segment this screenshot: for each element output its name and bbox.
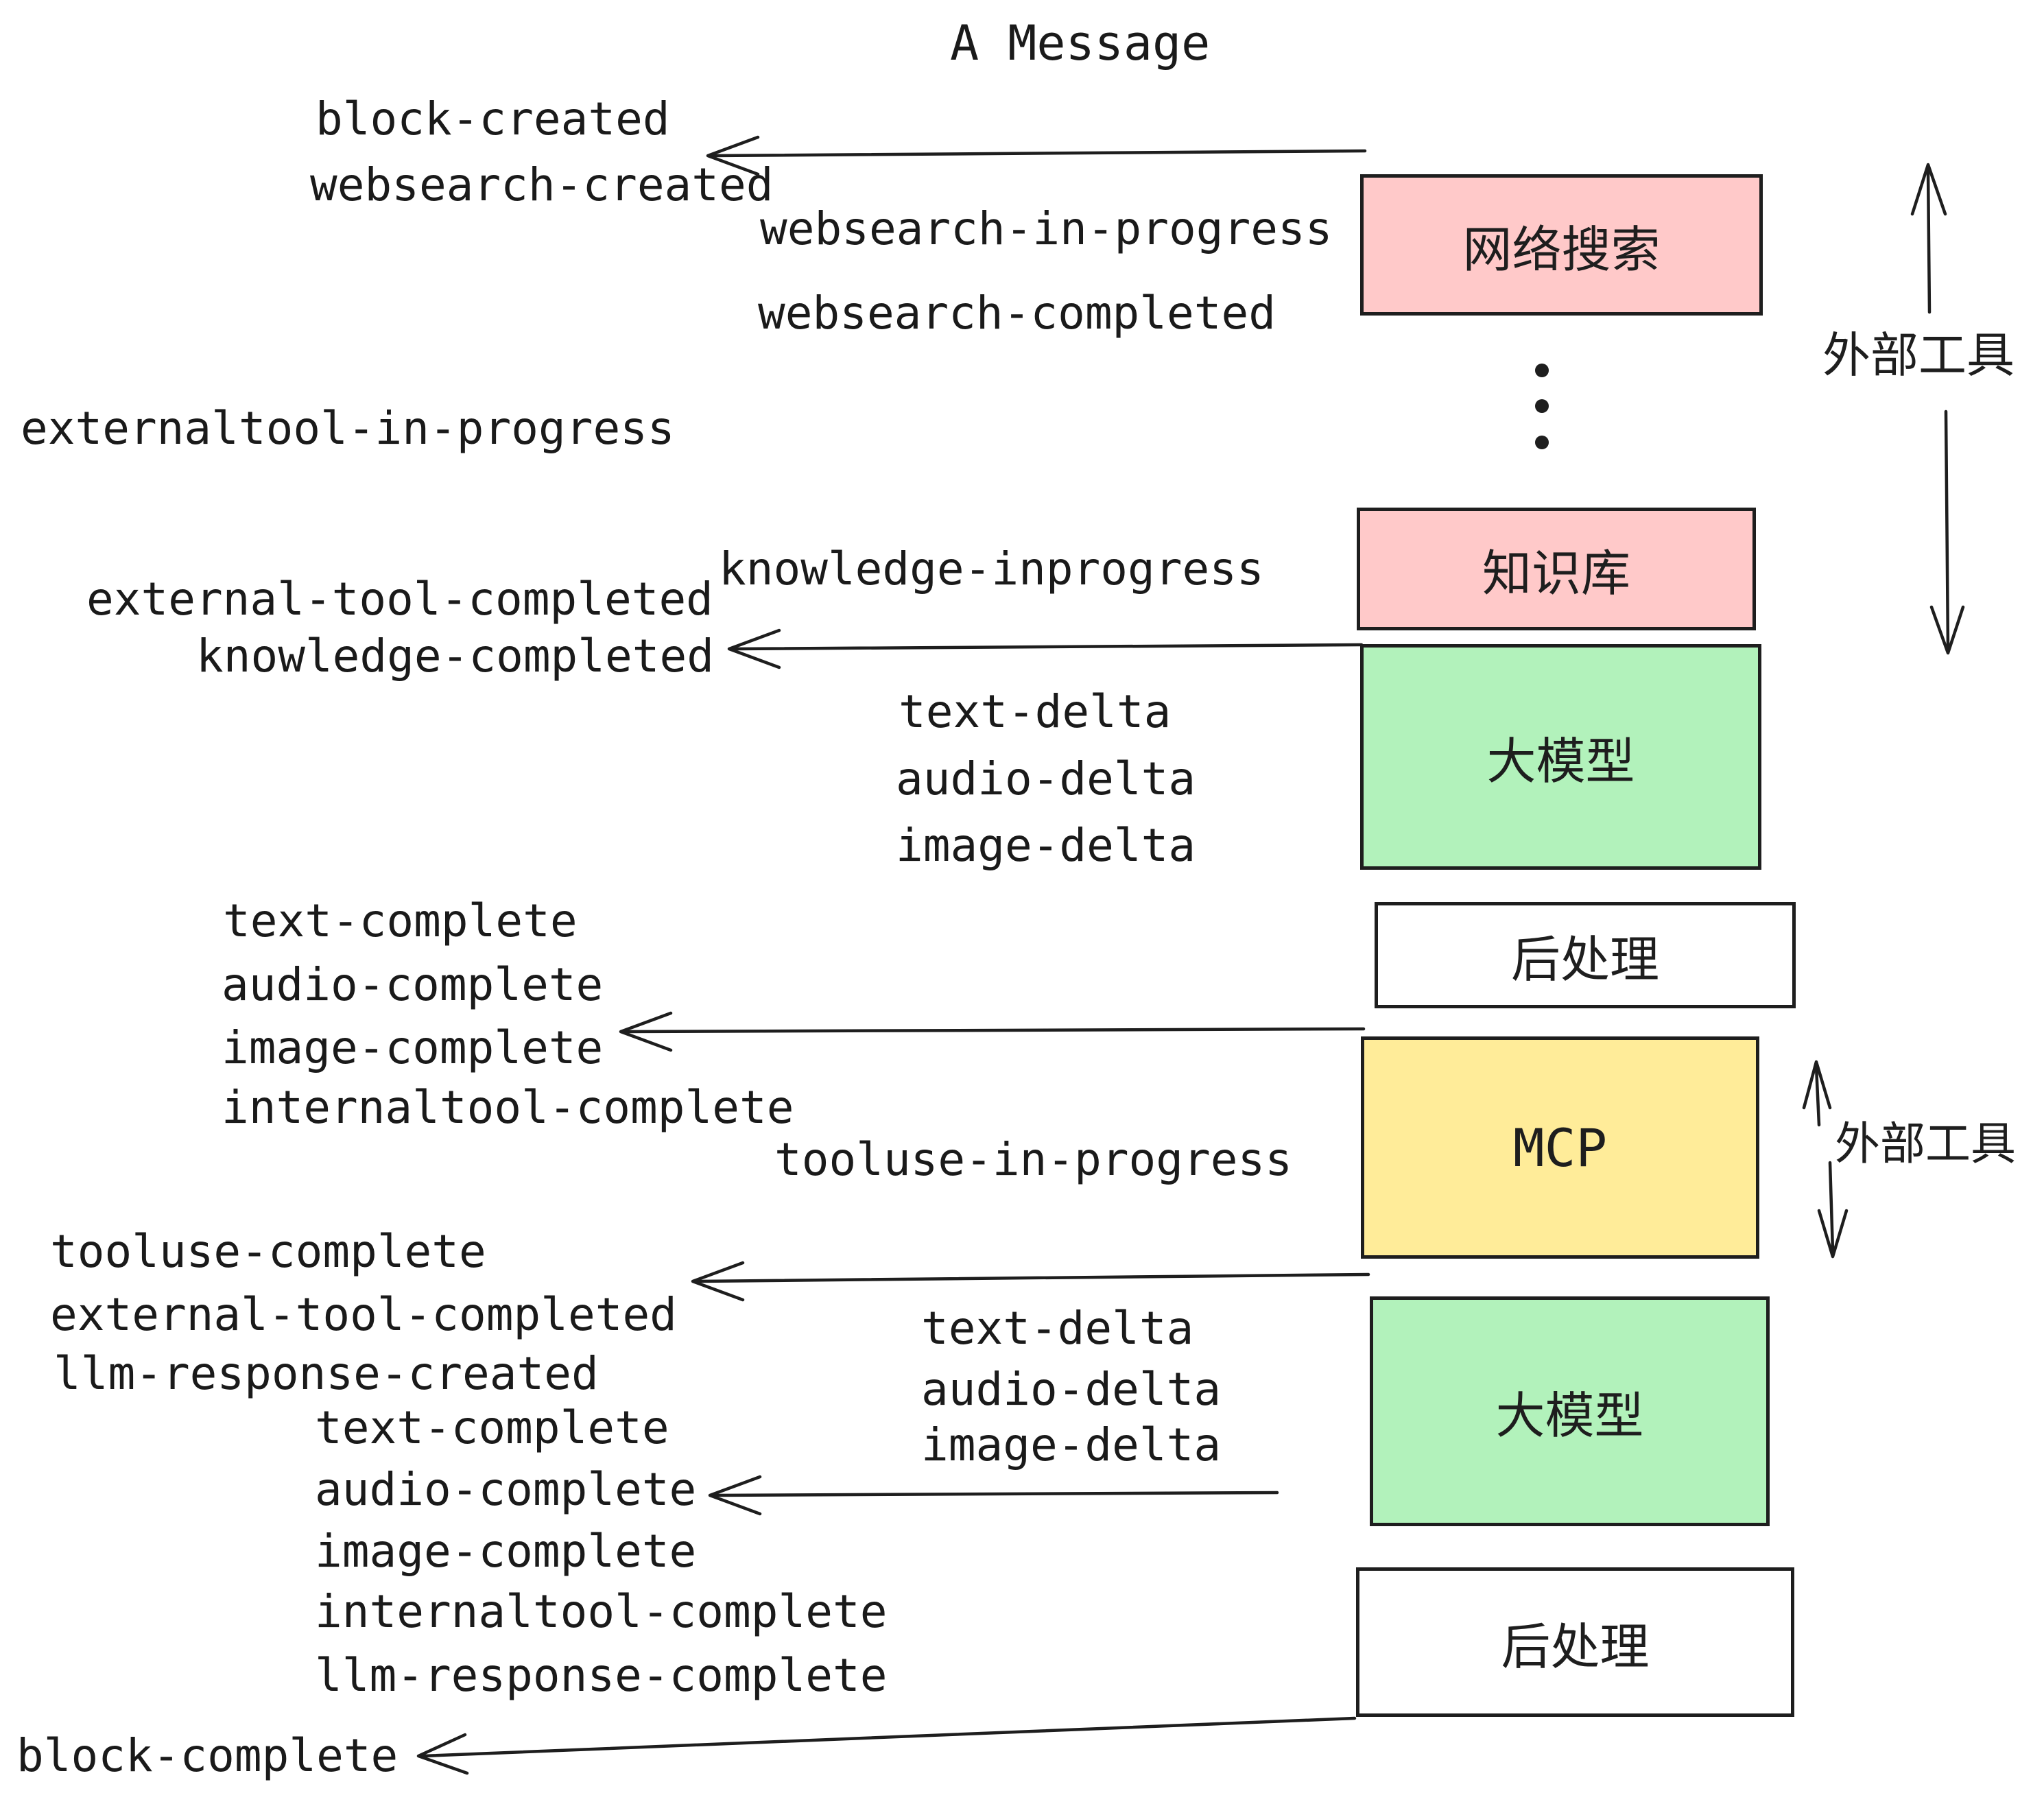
event-text-complete: text-complete xyxy=(223,894,578,947)
label-external-tools-top: 外部工具 xyxy=(1822,327,2015,383)
box-knowledge: 知识库 xyxy=(1357,508,1756,630)
box-postprocess-1-label: 后处理 xyxy=(1510,931,1659,988)
event-block-created: block-created xyxy=(316,93,670,145)
arrow-mcp-to-image-complete xyxy=(619,1011,1366,1052)
ellipsis-dot xyxy=(1535,436,1549,449)
ellipsis-dot xyxy=(1535,364,1549,377)
event-image-complete-2: image-complete xyxy=(315,1525,697,1578)
event-websearch-created: websearch-created xyxy=(310,158,774,211)
event-audio-delta: audio-delta xyxy=(896,752,1196,805)
event-knowledge-inprogress: knowledge-inprogress xyxy=(719,543,1264,595)
event-audio-complete-2: audio-complete xyxy=(315,1463,697,1516)
box-websearch: 网络搜索 xyxy=(1360,174,1763,316)
arrow-external-tools-mcp-up xyxy=(1802,1060,1832,1127)
box-postprocess-2: 后处理 xyxy=(1356,1567,1794,1717)
arrow-external-tools-up xyxy=(1910,163,1947,314)
event-websearch-completed: websearch-completed xyxy=(758,287,1276,340)
event-audio-delta-2: audio-delta xyxy=(921,1363,1222,1416)
event-llm-response-created: llm-response-created xyxy=(54,1347,599,1400)
event-text-complete-2: text-complete xyxy=(315,1401,669,1454)
event-tooluse-in-progress: tooluse-in-progress xyxy=(774,1133,1292,1186)
event-knowledge-completed: knowledge-completed xyxy=(196,630,714,683)
event-image-delta-2: image-delta xyxy=(921,1419,1222,1471)
arrow-external-tools-mcp-down xyxy=(1817,1161,1849,1259)
arrow-postprocess2-to-block-complete xyxy=(416,1716,1357,1775)
box-websearch-label: 网络搜索 xyxy=(1462,220,1661,278)
event-internaltool-complete-2: internaltool-complete xyxy=(315,1585,888,1638)
event-llm-response-complete: llm-response-complete xyxy=(315,1649,888,1702)
ellipsis-dot xyxy=(1535,399,1549,413)
event-internaltool-complete: internaltool-complete xyxy=(222,1081,794,1134)
box-llm-1-label: 大模型 xyxy=(1486,733,1635,790)
event-text-delta: text-delta xyxy=(899,685,1172,738)
box-mcp-label: MCP xyxy=(1512,1117,1608,1178)
box-mcp: MCP xyxy=(1361,1036,1759,1259)
arrow-llm2-to-audio-complete xyxy=(708,1475,1279,1516)
event-block-complete: block-complete xyxy=(16,1729,399,1782)
arrow-llm2-to-tooluse-complete xyxy=(691,1261,1370,1302)
box-postprocess-1: 后处理 xyxy=(1375,902,1796,1008)
box-llm-1: 大模型 xyxy=(1360,644,1761,870)
event-externaltool-in-progress: externaltool-in-progress xyxy=(21,402,675,455)
event-image-delta: image-delta xyxy=(896,819,1196,872)
label-external-tools-mcp: 外部工具 xyxy=(1835,1117,2016,1170)
event-image-complete: image-complete xyxy=(222,1021,604,1074)
page-title: A Message xyxy=(950,15,1211,71)
event-audio-complete: audio-complete xyxy=(222,958,604,1011)
event-websearch-in-progress: websearch-in-progress xyxy=(760,202,1333,255)
event-external-tool-completed: external-tool-completed xyxy=(86,573,713,626)
event-text-delta-2: text-delta xyxy=(921,1302,1194,1355)
event-tooluse-complete: tooluse-complete xyxy=(50,1225,486,1278)
arrow-external-tools-down xyxy=(1929,410,1965,655)
arrow-llm1-to-knowledge-completed xyxy=(727,628,1364,669)
box-postprocess-2-label: 后处理 xyxy=(1501,1617,1650,1676)
event-external-tool-completed-2: external-tool-completed xyxy=(50,1288,677,1341)
box-llm-2-label: 大模型 xyxy=(1495,1387,1644,1445)
box-knowledge-label: 知识库 xyxy=(1482,545,1630,602)
box-llm-2: 大模型 xyxy=(1370,1296,1770,1526)
arrow-websearch-to-block-created xyxy=(706,135,1367,176)
